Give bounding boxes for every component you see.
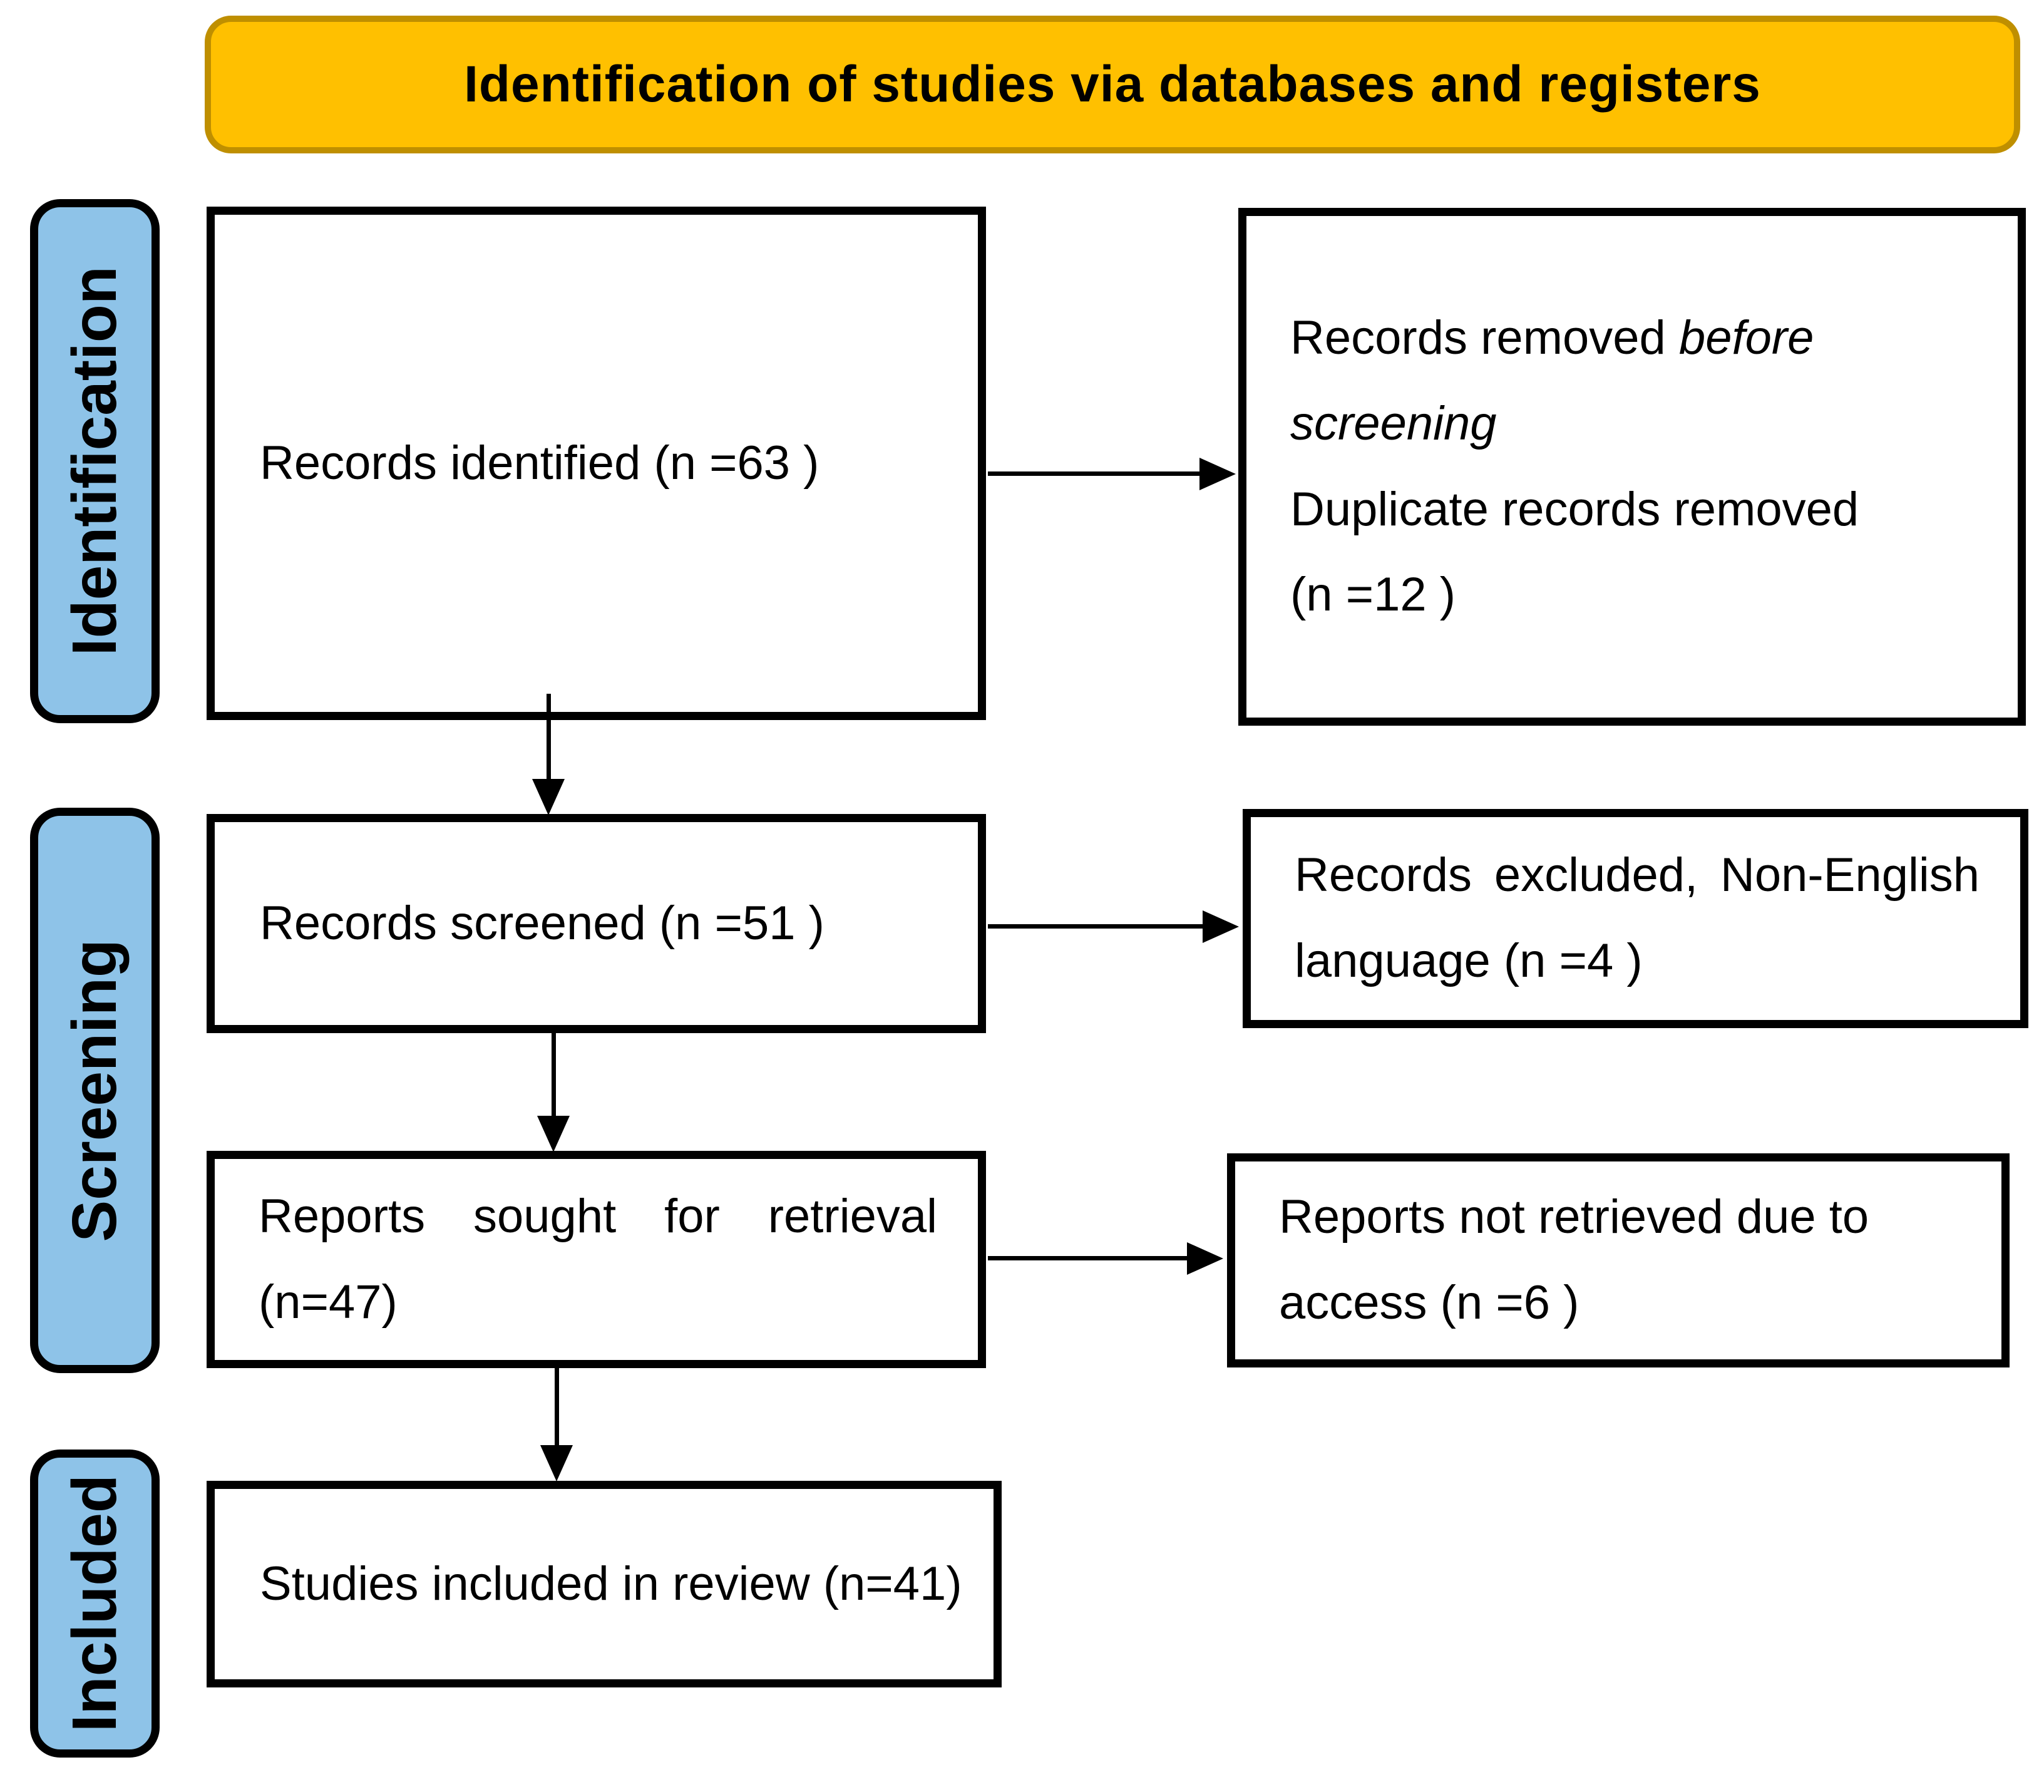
records-excluded-line2: language (n =4 ) xyxy=(1295,934,1643,987)
reports-sought-line2: (n=47) xyxy=(259,1275,398,1329)
arrow-sought-to-included-head-icon xyxy=(540,1445,573,1481)
stage-label-included: Included xyxy=(30,1450,160,1758)
box-reports-sought: Reports sought for retrieval (n=47) xyxy=(207,1151,986,1368)
box-reports-not-retrieved-text: Reports not retrieved due to access (n =… xyxy=(1235,1161,2001,1359)
arrow-screened-to-sought-line xyxy=(552,1033,556,1118)
banner-title: Identification of studies via databases … xyxy=(464,56,1761,113)
box-studies-included-text: Studies included in review (n=41) xyxy=(260,1557,962,1610)
records-removed-line1-italic: before xyxy=(1678,311,1814,364)
reports-sought-word-3: for xyxy=(664,1189,720,1243)
records-excluded-word-1: Records xyxy=(1295,848,1472,902)
records-excluded-word-2: excluded, xyxy=(1494,848,1698,902)
reports-sought-word-2: sought xyxy=(473,1189,617,1243)
reports-not-retrieved-line1: Reports not retrieved due to xyxy=(1279,1190,1869,1244)
stage-label-identification: Identification xyxy=(30,199,160,723)
box-reports-not-retrieved: Reports not retrieved due to access (n =… xyxy=(1227,1153,2010,1367)
arrow-sought-to-not-retrieved-head-icon xyxy=(1187,1242,1223,1275)
arrow-sought-to-included-line xyxy=(555,1368,559,1448)
stage-label-included-text: Included xyxy=(59,1475,130,1733)
records-removed-line2-italic: screening xyxy=(1290,396,1497,450)
records-removed-line4: (n =12 ) xyxy=(1290,568,1456,622)
reports-sought-word-4: retrieval xyxy=(768,1189,937,1243)
box-records-removed-text: Records removed before screening Duplica… xyxy=(1246,216,2018,718)
records-removed-line1: Records removed xyxy=(1290,311,1679,364)
box-records-excluded-text: Records excluded, Non-English language (… xyxy=(1251,817,2020,1020)
box-records-removed-before-screening: Records removed before screening Duplica… xyxy=(1238,208,2026,726)
records-excluded-word-3: Non-English xyxy=(1720,848,1980,902)
box-studies-included: Studies included in review (n=41) xyxy=(207,1481,1002,1687)
box-records-excluded: Records excluded, Non-English language (… xyxy=(1243,809,2028,1028)
arrow-identified-to-removed-head-icon xyxy=(1199,458,1236,490)
reports-sought-word-1: Reports xyxy=(259,1189,426,1243)
box-records-identified: Records identified (n =63 ) xyxy=(207,207,986,720)
arrow-screened-to-excluded-line xyxy=(988,924,1205,929)
box-records-identified-text: Records identified (n =63 ) xyxy=(260,436,819,490)
records-removed-line3: Duplicate records removed xyxy=(1290,482,1859,536)
banner: Identification of studies via databases … xyxy=(205,16,2020,153)
arrow-sought-to-not-retrieved-line xyxy=(988,1256,1189,1260)
stage-label-screening-text: Screening xyxy=(59,939,130,1242)
stage-label-identification-text: Identification xyxy=(59,266,130,656)
arrow-identified-to-screened-line xyxy=(547,694,551,781)
arrow-screened-to-excluded-head-icon xyxy=(1203,910,1239,943)
arrow-identified-to-removed-line xyxy=(988,471,1202,476)
box-records-screened-text: Records screened (n =51 ) xyxy=(260,896,824,950)
arrow-identified-to-screened-head-icon xyxy=(532,779,565,815)
arrow-screened-to-sought-head-icon xyxy=(537,1116,570,1152)
box-records-screened: Records screened (n =51 ) xyxy=(207,814,986,1033)
stage-label-screening: Screening xyxy=(30,808,160,1373)
reports-not-retrieved-line2: access (n =6 ) xyxy=(1279,1276,1579,1329)
box-reports-sought-text: Reports sought for retrieval (n=47) xyxy=(215,1159,978,1360)
